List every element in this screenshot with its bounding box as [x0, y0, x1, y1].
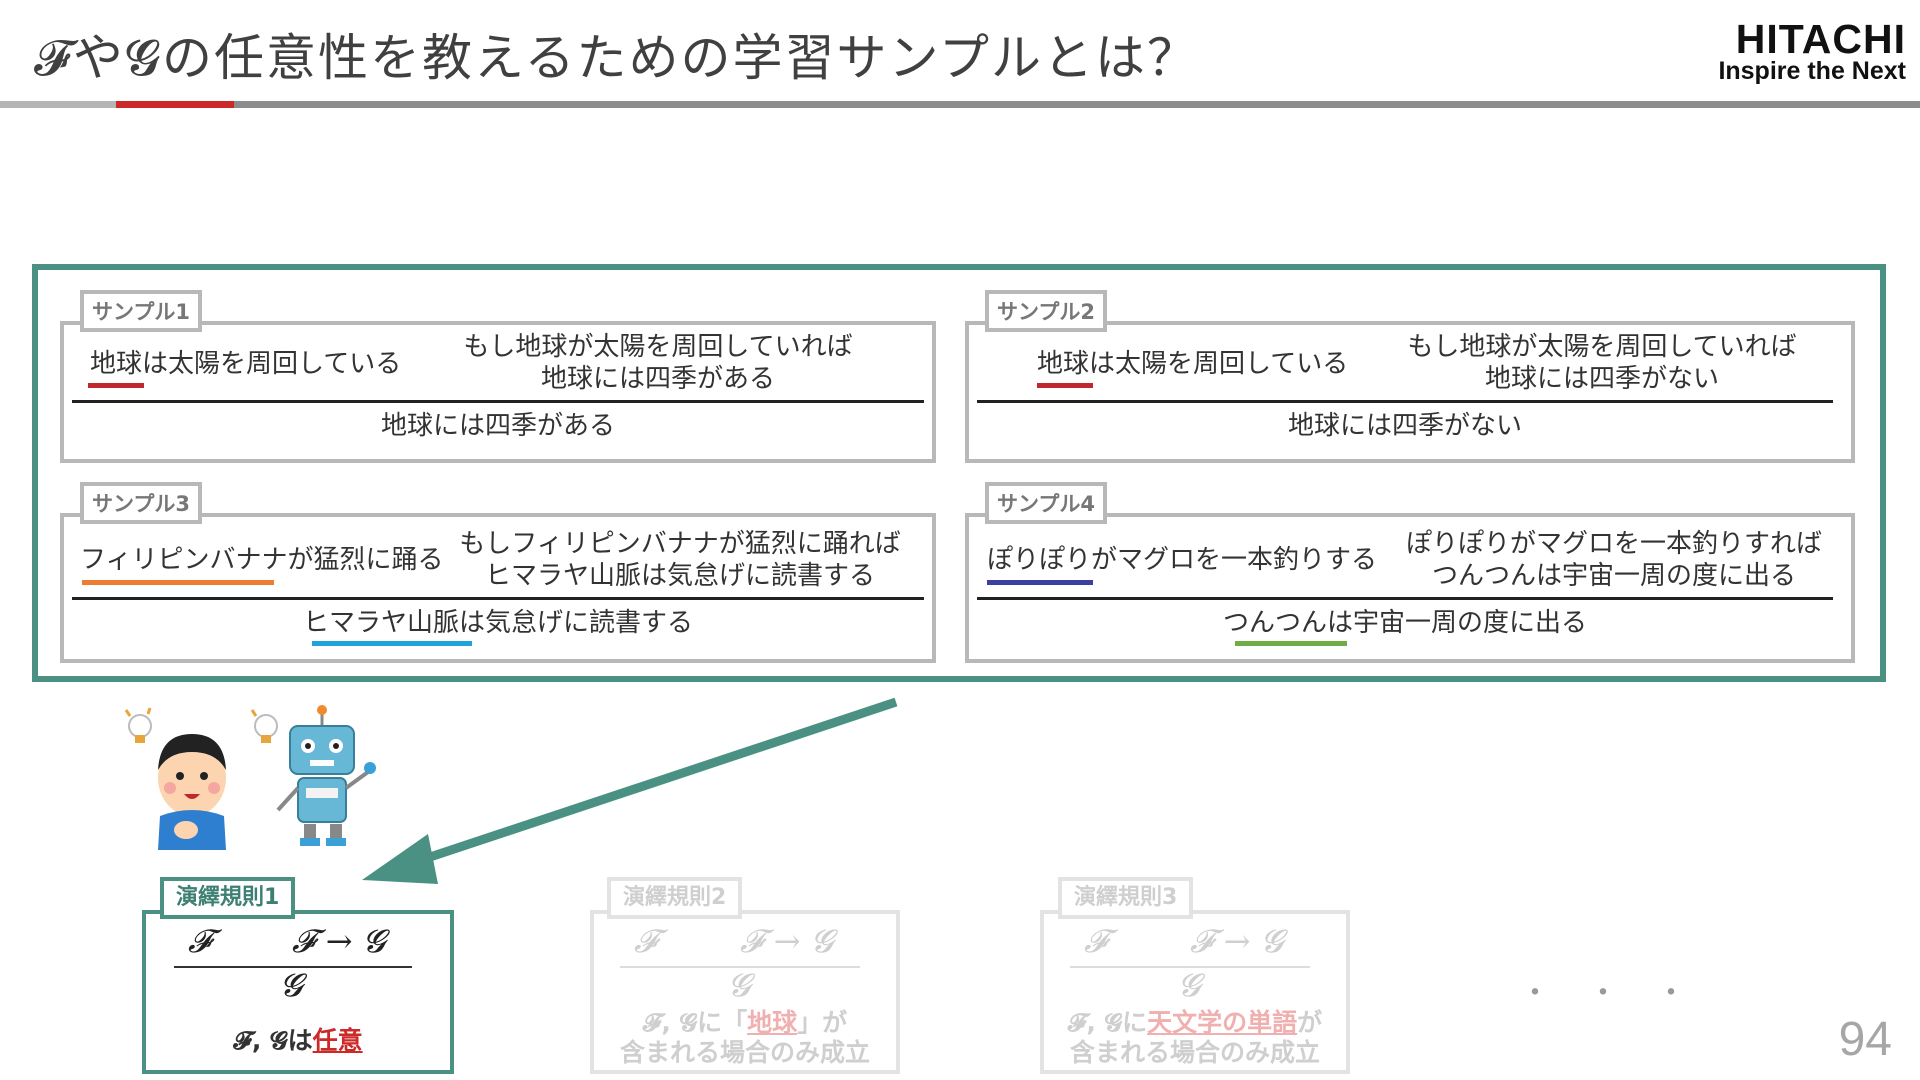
header-rule-dark	[234, 101, 1920, 108]
sample-1-inference-line	[72, 400, 924, 403]
robot-illustration	[246, 700, 386, 850]
rule-3-condition: 𝓕, 𝓖に天文学の単語が 含まれる場合のみ成立	[1044, 1008, 1346, 1068]
page-number: 94	[1839, 1012, 1892, 1067]
deduction-rule-tag-1: 演繹規則1	[160, 877, 295, 919]
sample-4-inference-line	[977, 597, 1833, 600]
sample-2-premise-right: もし地球が太陽を周回していれば 地球には四季がない	[1380, 331, 1824, 395]
rule-3-condition-suffix: が	[1297, 1008, 1322, 1037]
rule-2-premise-implication: 𝓕 → 𝓖	[740, 922, 833, 961]
rule-1-condition-prefix: 𝓕, 𝓖は	[233, 1026, 312, 1055]
rule-3-condition-highlight: 天文学の単語	[1147, 1008, 1297, 1037]
sample-1-premise-right-line2: 地球には四季がある	[440, 363, 876, 395]
sample-3-conclusion: ヒマラヤ山脈は気怠げに読書する	[72, 607, 924, 639]
sample-1-premise-right: もし地球が太陽を周回していれば 地球には四季がある	[440, 331, 876, 395]
rule-2-condition-prefix: 𝓕, 𝓖に「	[643, 1008, 747, 1037]
sample-2-premise-right-line2: 地球には四季がない	[1380, 363, 1824, 395]
slide-title: 𝓕や𝓖の任意性を教えるための学習サンプルとは？	[34, 18, 1199, 90]
rule-1-condition: 𝓕, 𝓖は任意	[150, 1026, 446, 1056]
sample-4-premise-right-line2: つんつんは宇宙一周の度に出る	[1384, 560, 1844, 592]
rule-1-premise-f: 𝓕	[188, 922, 212, 961]
ellipsis: ・・・	[1520, 968, 1724, 1012]
sample-4-conclusion-underline	[1235, 641, 1347, 646]
rule-3-condition-prefix: 𝓕, 𝓖に	[1068, 1008, 1147, 1037]
rule-1-conclusion: 𝓖	[280, 966, 302, 1005]
sample-1-conclusion: 地球には四季がある	[72, 410, 924, 442]
rule-3-premise-f: 𝓕	[1084, 922, 1108, 961]
sample-3-conclusion-underline	[312, 641, 472, 646]
sample-tag-2: サンプル2	[985, 290, 1107, 332]
deduction-rule-tag-2: 演繹規則2	[607, 877, 742, 919]
lightbulb-icon	[126, 708, 151, 743]
logo-brand: HITACHI	[1718, 18, 1906, 60]
header-rule-red	[116, 101, 234, 108]
logo-tagline: Inspire the Next	[1718, 58, 1906, 84]
sample-tag-3: サンプル3	[80, 482, 202, 524]
sample-tag-1: サンプル1	[80, 290, 202, 332]
hitachi-logo: HITACHI Inspire the Next	[1718, 18, 1906, 84]
sample-2-underline	[1037, 383, 1093, 388]
sample-2-inference-line	[977, 400, 1833, 403]
sample-2-premise-right-line1: もし地球が太陽を周回していれば	[1380, 331, 1824, 363]
sample-3-premise-right: もしフィリピンバナナが猛烈に踊れば ヒマラヤ山脈は気怠げに読書する	[455, 528, 905, 592]
sample-3-underline	[82, 580, 274, 585]
sample-4-conclusion: つんつんは宇宙一周の度に出る	[977, 607, 1833, 639]
rule-2-condition-line2: 含まれる場合のみ成立	[594, 1038, 896, 1068]
rule-2-premise-f: 𝓕	[634, 922, 658, 961]
sample-tag-4: サンプル4	[985, 482, 1107, 524]
rule-2-condition-suffix: 」が	[797, 1008, 847, 1037]
sample-4-premise-right-line1: ぽりぽりがマグロを一本釣りすれば	[1384, 528, 1844, 560]
sample-4-premise-left: ぽりぽりがマグロを一本釣りする	[987, 544, 1377, 576]
sample-1-premise-left: 地球は太陽を周回している	[90, 348, 401, 380]
sample-3-premise-right-line1: もしフィリピンバナナが猛烈に踊れば	[455, 528, 905, 560]
sample-2-premise-left: 地球は太陽を周回している	[1037, 348, 1348, 380]
rule-2-condition: 𝓕, 𝓖に「地球」が 含まれる場合のみ成立	[594, 1008, 896, 1068]
rule-2-conclusion: 𝓖	[728, 966, 750, 1005]
student-person-illustration	[120, 704, 240, 854]
rule-1-premise-implication: 𝓕 → 𝓖	[292, 922, 385, 961]
lightbulb-icon	[252, 710, 277, 743]
sample-3-inference-line	[72, 597, 924, 600]
rule-1-condition-highlight: 任意	[313, 1026, 363, 1055]
sample-1-underline	[88, 383, 144, 388]
sample-4-underline	[987, 580, 1093, 585]
rule-3-premise-implication: 𝓕 → 𝓖	[1190, 922, 1283, 961]
header-rule-gray	[0, 101, 116, 108]
sample-4-premise-right: ぽりぽりがマグロを一本釣りすれば つんつんは宇宙一周の度に出る	[1384, 528, 1844, 592]
sample-3-premise-right-line2: ヒマラヤ山脈は気怠げに読書する	[455, 560, 905, 592]
sample-3-premise-left: フィリピンバナナが猛烈に踊る	[80, 544, 443, 576]
rule-3-conclusion: 𝓖	[1178, 966, 1200, 1005]
rule-3-condition-line2: 含まれる場合のみ成立	[1044, 1038, 1346, 1068]
sample-1-premise-right-line1: もし地球が太陽を周回していれば	[440, 331, 876, 363]
deduction-rule-tag-3: 演繹規則3	[1058, 877, 1193, 919]
sample-2-conclusion: 地球には四季がない	[977, 410, 1833, 442]
rule-2-condition-highlight: 地球	[747, 1008, 797, 1037]
